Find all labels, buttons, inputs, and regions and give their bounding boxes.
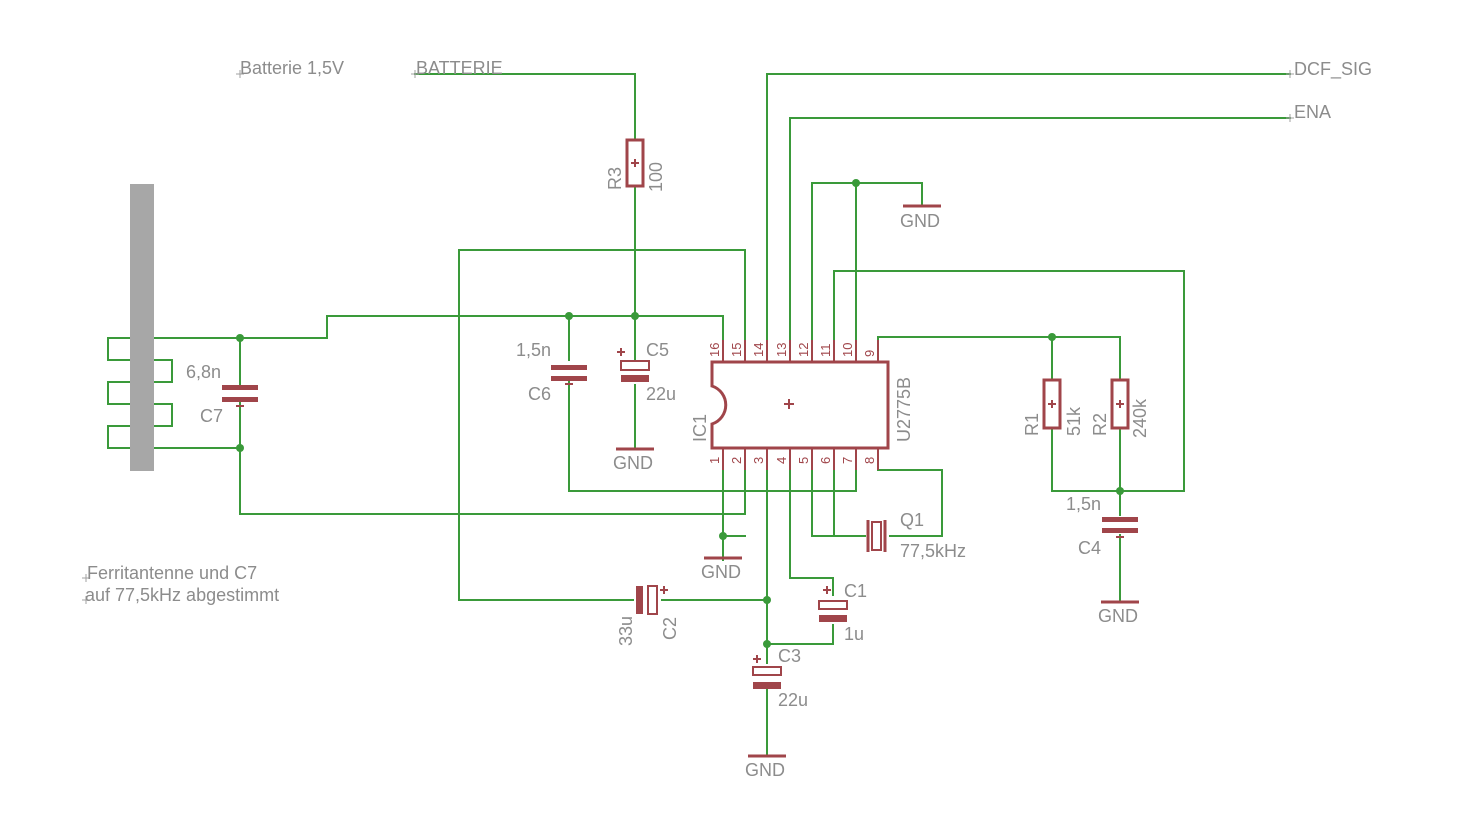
gnd-pin1: GND: [701, 556, 742, 582]
pin-8: 8: [862, 457, 877, 464]
gnd-c5: GND: [613, 447, 654, 473]
net-labels: Batterie 1,5V BATTERIE DCF_SIG ENA: [236, 58, 1372, 122]
r1-name: R1: [1022, 413, 1042, 436]
dcf-sig-net: DCF_SIG: [1294, 59, 1372, 80]
pin-14: 14: [751, 343, 766, 357]
pin-4: 4: [774, 457, 789, 464]
resistor-r1[interactable]: R1 51k: [1022, 378, 1084, 436]
ic-pins-bottom: [722, 448, 879, 470]
pin-15: 15: [729, 343, 744, 357]
ic-pin-numbers-top: 16 15 14 13 12 11 10 9: [707, 343, 877, 357]
r3-name: R3: [605, 167, 625, 190]
c2-value: 33u: [616, 616, 636, 646]
gnd-label: GND: [900, 211, 940, 231]
c2-name: C2: [660, 617, 680, 640]
r2-value: 240k: [1130, 398, 1150, 438]
batterie-net: BATTERIE: [416, 58, 503, 78]
pin-9: 9: [862, 350, 877, 357]
c5-name: C5: [646, 340, 669, 360]
gnd-c4: GND: [1098, 600, 1139, 626]
note-line-1: Ferritantenne und C7: [87, 563, 257, 583]
pin-3: 3: [751, 457, 766, 464]
q1-value: 77,5kHz: [900, 541, 966, 561]
pin-5: 5: [796, 457, 811, 464]
gnd-label: GND: [745, 760, 785, 780]
c5-value: 22u: [646, 384, 676, 404]
r3-value: 100: [646, 162, 666, 192]
capacitor-c1[interactable]: C1 1u: [818, 581, 867, 644]
antenna-note: Ferritantenne und C7 auf 77,5kHz abgesti…: [82, 563, 279, 605]
pin-6: 6: [818, 457, 833, 464]
c3-name: C3: [778, 646, 801, 666]
q1-name: Q1: [900, 510, 924, 530]
pin-16: 16: [707, 343, 722, 357]
pin-11: 11: [818, 344, 833, 358]
batterie-label: Batterie 1,5V: [240, 58, 344, 78]
capacitor-c2[interactable]: 33u C2: [616, 585, 680, 646]
pin-2: 2: [729, 457, 744, 464]
gnd-label: GND: [613, 453, 653, 473]
ic-value: U2775B: [894, 377, 914, 442]
c1-name: C1: [844, 581, 867, 601]
junctions: [236, 179, 1124, 648]
r2-name: R2: [1090, 413, 1110, 436]
c7-name: C7: [200, 406, 223, 426]
resistor-r2[interactable]: R2 240k: [1090, 378, 1150, 438]
wires: [107, 73, 1291, 756]
c4-name: C4: [1078, 538, 1101, 558]
c1-value: 1u: [844, 624, 864, 644]
note-line-2: auf 77,5kHz abgestimmt: [85, 585, 279, 605]
gnd-label: GND: [1098, 606, 1138, 626]
pin-13: 13: [774, 343, 789, 357]
capacitor-c3[interactable]: C3 22u: [752, 646, 808, 710]
c4-value: 1,5n: [1066, 494, 1101, 514]
ic1-u2775b[interactable]: 16 15 14 13 12 11 10 9 1 2 3 4 5 6 7 8 I…: [690, 340, 914, 470]
capacitor-c7[interactable]: 6,8n C7: [186, 362, 258, 426]
resistor-r3[interactable]: R3 100: [605, 138, 666, 192]
c6-name: C6: [528, 384, 551, 404]
capacitor-c5[interactable]: C5 22u: [617, 340, 676, 404]
crystal-q1[interactable]: Q1 77,5kHz: [866, 510, 966, 561]
capacitor-c4[interactable]: 1,5n C4: [1066, 494, 1138, 558]
gnd-top: GND: [900, 204, 941, 231]
c7-value: 6,8n: [186, 362, 221, 382]
gnd-c3: GND: [745, 754, 786, 780]
gnd-label: GND: [701, 562, 741, 582]
r1-value: 51k: [1064, 406, 1084, 436]
c3-value: 22u: [778, 690, 808, 710]
ferrite-rod: [130, 184, 154, 471]
ic-pin-numbers-bottom: 1 2 3 4 5 6 7 8: [707, 457, 877, 464]
pin-1: 1: [707, 457, 722, 464]
ena-net: ENA: [1294, 102, 1331, 122]
pin-10: 10: [840, 343, 855, 357]
capacitor-c6[interactable]: 1,5n C6: [516, 340, 587, 404]
pin-12: 12: [796, 343, 811, 357]
pin-7: 7: [840, 457, 855, 464]
ic-name: IC1: [690, 414, 710, 442]
ic-pins-top: [722, 340, 879, 362]
c6-value: 1,5n: [516, 340, 551, 360]
